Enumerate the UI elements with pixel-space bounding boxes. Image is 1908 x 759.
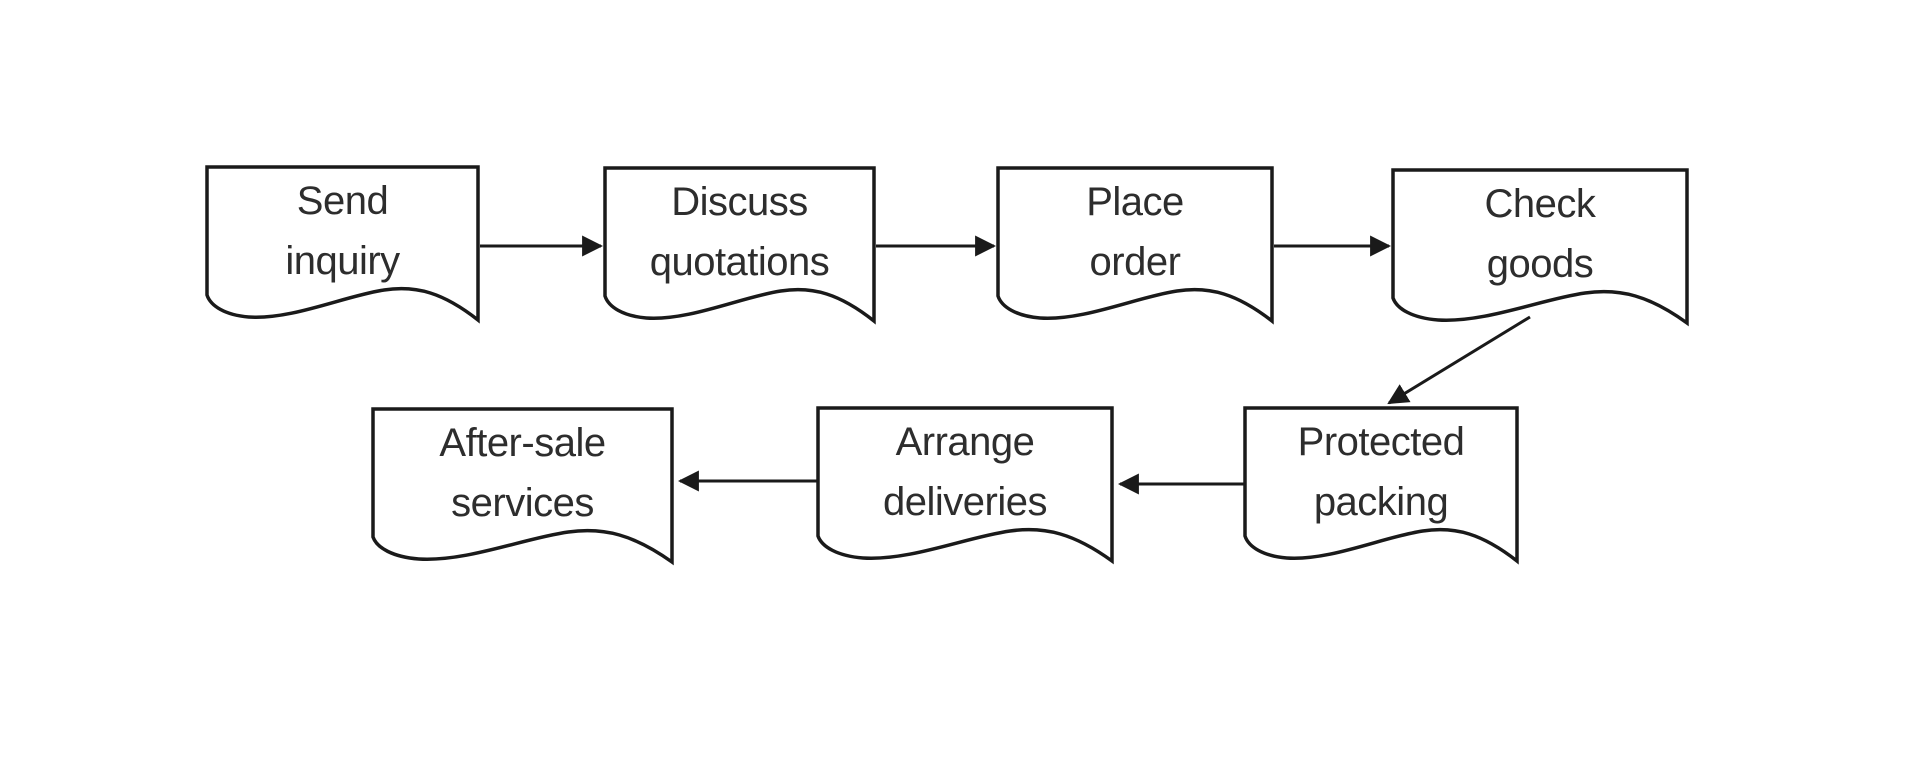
document-shape (998, 168, 1272, 326)
document-shape (605, 168, 874, 326)
node-label-place-order: Place order (1086, 180, 1184, 284)
node-label-after-sale-services: After-sale services (439, 421, 606, 525)
node-after-sale-services: After-sale services (373, 409, 672, 567)
document-shape (1245, 408, 1517, 566)
document-shape (1393, 170, 1687, 328)
node-arrange-deliveries: Arrange deliveries (818, 408, 1112, 566)
node-label-discuss-quotations: Discuss quotations (649, 180, 830, 284)
node-label-check-goods: Check goods (1484, 182, 1596, 286)
node-label-protected-packing: Protected packing (1297, 420, 1465, 524)
node-label-arrange-deliveries: Arrange deliveries (883, 420, 1047, 524)
document-shape (373, 409, 672, 567)
node-place-order: Place order (998, 168, 1272, 326)
node-label-send-inquiry: Send inquiry (285, 179, 400, 283)
node-send-inquiry: Send inquiry (207, 167, 478, 325)
node-check-goods: Check goods (1393, 170, 1687, 328)
document-shape (818, 408, 1112, 566)
edge-check-goods-to-protected-packing (1387, 315, 1531, 405)
document-shape (207, 167, 478, 325)
node-protected-packing: Protected packing (1245, 408, 1517, 566)
node-discuss-quotations: Discuss quotations (605, 168, 874, 326)
